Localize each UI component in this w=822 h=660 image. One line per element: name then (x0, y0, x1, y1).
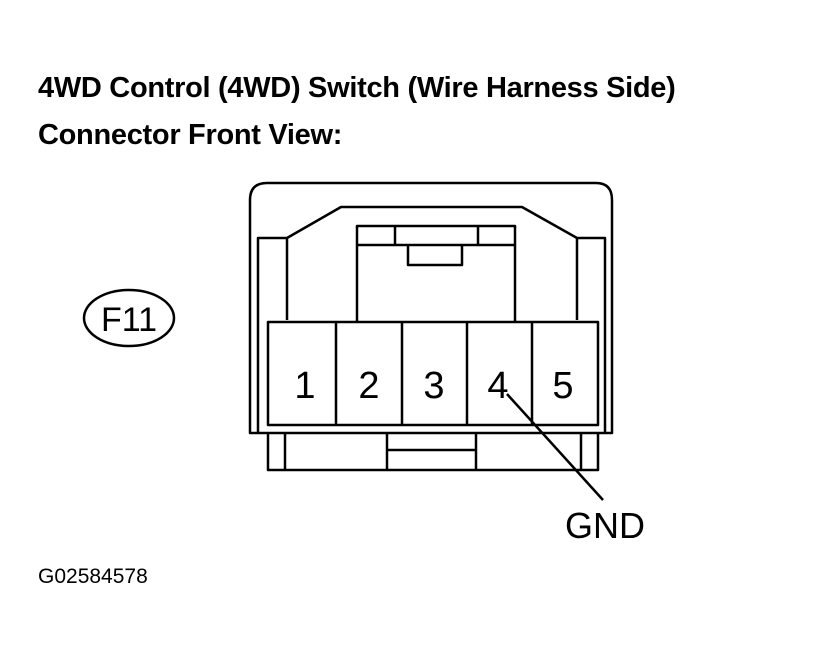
figure-id: G02584578 (38, 565, 148, 588)
title-line-1: 4WD Control (4WD) Switch (Wire Harness S… (38, 72, 676, 104)
gnd-label: GND (565, 505, 645, 546)
gnd-leader-line (506, 393, 604, 501)
pin-cavity-frame (266, 320, 600, 427)
connector-bottom (266, 433, 600, 472)
connector-id-label: F11 (101, 301, 157, 339)
connector-housing (248, 181, 614, 435)
pin-label-5: 5 (552, 365, 573, 407)
pin-label-2: 2 (358, 365, 379, 407)
pin-label-3: 3 (423, 365, 444, 407)
pin-label-1: 1 (294, 365, 315, 407)
connector-id-oval (82, 288, 176, 348)
housing-inner-outline (256, 205, 607, 433)
locking-tab (355, 224, 517, 322)
pin-label-4: 4 (487, 365, 508, 407)
title-line-2: Connector Front View: (38, 119, 343, 151)
